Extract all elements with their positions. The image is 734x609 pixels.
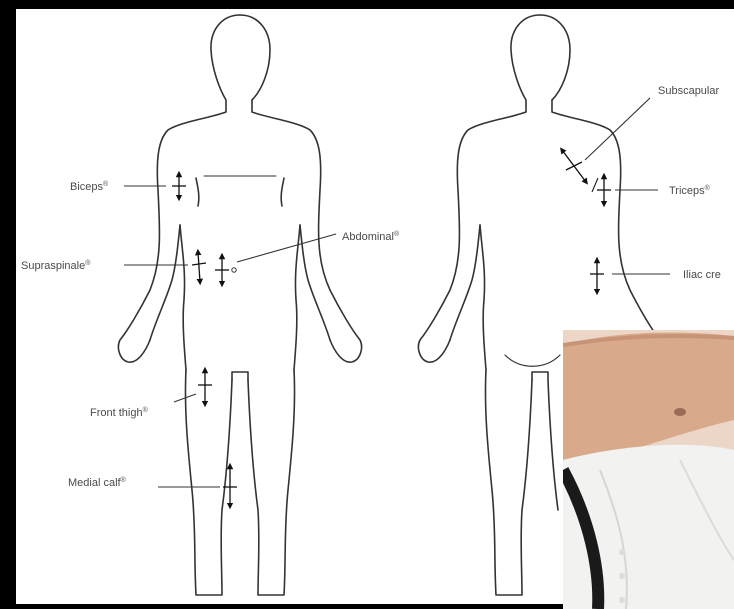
arm-photo: [563, 330, 734, 609]
subscapular-site: [562, 98, 650, 182]
label-iliac-crest: Iliac cre: [683, 269, 721, 281]
label-supraspinale: Supraspinale®: [21, 259, 91, 272]
iliac-crest-site: [590, 260, 670, 292]
label-front-thigh: Front thigh®: [90, 406, 149, 419]
supraspinale-site: [124, 252, 206, 282]
abdominal-site: [215, 234, 336, 284]
label-triceps: Triceps®: [669, 184, 711, 197]
label-abdominal: Abdominal®: [342, 230, 400, 243]
biceps-site: [124, 174, 186, 198]
front-body-outline: [118, 15, 361, 595]
label-biceps: Biceps®: [70, 180, 109, 193]
label-subscapular: Subscapular: [658, 85, 719, 97]
label-medial-calf: Medial calf®: [68, 476, 127, 489]
front-thigh-site: [174, 370, 212, 404]
triceps-site: [592, 176, 658, 204]
